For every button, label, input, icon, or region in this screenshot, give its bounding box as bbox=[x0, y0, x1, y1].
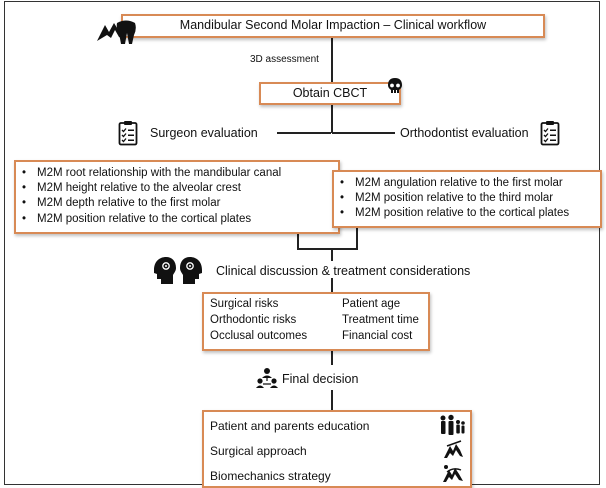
considerations-right: Patient age Treatment time Financial cos… bbox=[342, 296, 419, 344]
orthodontist-icon bbox=[443, 465, 463, 482]
connector-right-box-down bbox=[356, 228, 358, 249]
orthodontist-list: M2M angulation relative to the first mol… bbox=[334, 176, 600, 222]
outcome-item: Surgical approach bbox=[210, 444, 307, 458]
final-decision-label: Final decision bbox=[282, 372, 359, 386]
connector-discussion-down bbox=[331, 278, 333, 292]
tooth-icon bbox=[97, 20, 136, 44]
consideration-item: Patient age bbox=[342, 298, 401, 310]
consideration-item: Treatment time bbox=[342, 314, 419, 326]
connector-merge-down bbox=[331, 248, 333, 261]
orthodontist-heading: Orthodontist evaluation bbox=[400, 126, 529, 140]
surgeon-item: M2M depth relative to the first molar bbox=[16, 196, 338, 211]
title-box bbox=[121, 14, 545, 38]
connector-split-right bbox=[332, 132, 395, 134]
connector-decision-down bbox=[331, 390, 333, 410]
surgeon-item: M2M root relationship with the mandibula… bbox=[16, 166, 338, 181]
assessment-label: 3D assessment bbox=[250, 54, 319, 65]
orthodontist-item: M2M angulation relative to the first mol… bbox=[334, 176, 600, 191]
considerations-box bbox=[202, 292, 430, 351]
connector-left-box-down bbox=[297, 234, 299, 249]
surgeon-box: M2M root relationship with the mandibula… bbox=[14, 160, 340, 234]
surgeon-item: M2M height relative to the alveolar cres… bbox=[16, 181, 338, 196]
team-icon bbox=[256, 368, 278, 388]
consideration-item: Orthodontic risks bbox=[210, 314, 297, 326]
surgeon-heading: Surgeon evaluation bbox=[150, 126, 258, 140]
surgeon-list: M2M root relationship with the mandibula… bbox=[16, 166, 338, 227]
skull-icon bbox=[388, 78, 402, 93]
connector-title-cbct bbox=[331, 38, 333, 82]
family-icon bbox=[440, 414, 465, 435]
connector-cbct-split bbox=[331, 105, 333, 133]
cbct-label: Obtain CBCT bbox=[292, 86, 368, 100]
diagram-title: Mandibular Second Molar Impaction – Clin… bbox=[179, 18, 487, 32]
checklist-icon bbox=[118, 121, 138, 146]
checklist-icon bbox=[540, 121, 560, 146]
orthodontist-item: M2M position relative to the cortical pl… bbox=[334, 206, 600, 221]
orthodontist-item: M2M position relative to the third molar bbox=[334, 191, 600, 206]
connector-merge bbox=[297, 248, 358, 250]
consideration-item: Financial cost bbox=[342, 330, 413, 342]
outcome-item: Biomechanics strategy bbox=[210, 469, 331, 483]
consideration-item: Occlusal outcomes bbox=[210, 330, 308, 342]
connector-considerations-down bbox=[331, 351, 333, 365]
outcome-item: Patient and parents education bbox=[210, 419, 370, 433]
discussion-label: Clinical discussion & treatment consider… bbox=[216, 264, 471, 278]
orthodontist-box: M2M angulation relative to the first mol… bbox=[332, 170, 602, 228]
surgeon-item: M2M position relative to the cortical pl… bbox=[16, 212, 338, 227]
heads-icon bbox=[154, 257, 202, 284]
cbct-box bbox=[259, 82, 401, 105]
consideration-item: Surgical risks bbox=[210, 298, 279, 310]
connector-split-left bbox=[277, 132, 331, 134]
outcomes-box bbox=[202, 410, 472, 488]
surgeon-icon bbox=[444, 440, 463, 458]
considerations-left: Surgical risks Orthodontic risks Occlusa… bbox=[210, 296, 307, 344]
